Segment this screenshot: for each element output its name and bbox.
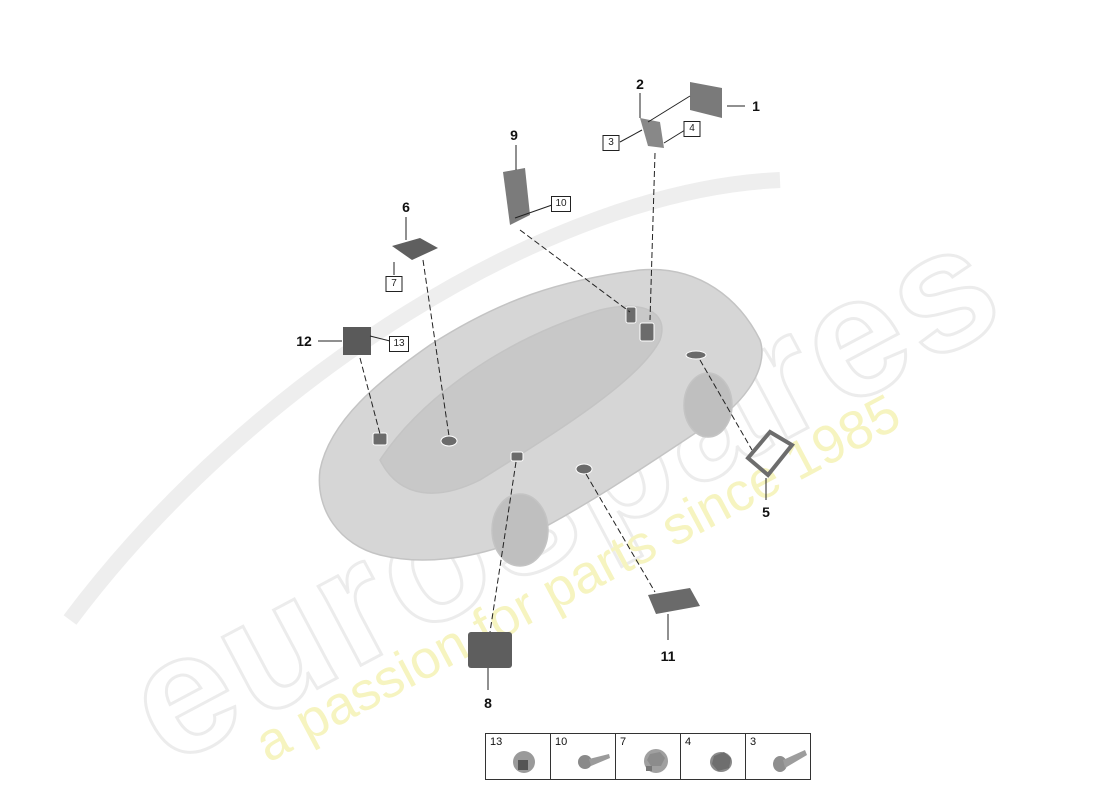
- pan-head-screw-icon: [773, 750, 807, 772]
- hardware-legend: 13 10 7 4: [485, 733, 811, 780]
- callout-9[interactable]: 9: [510, 127, 518, 143]
- legend-number: 10: [555, 736, 568, 748]
- part-8-module: [468, 632, 512, 668]
- callout-6[interactable]: 6: [402, 199, 410, 215]
- legend-item-7[interactable]: 7: [616, 734, 681, 779]
- self-tapping-screw-icon: [578, 754, 610, 769]
- legend-item-4[interactable]: 4: [681, 734, 746, 779]
- legend-number: 13: [490, 736, 503, 748]
- callout-2[interactable]: 2: [636, 76, 644, 92]
- boxed-ref-4[interactable]: 4: [683, 121, 701, 137]
- legend-item-3[interactable]: 3: [746, 734, 810, 779]
- callout-5[interactable]: 5: [762, 504, 770, 520]
- hex-flange-nut-stud-icon: [644, 749, 668, 773]
- part-6-module: [392, 238, 438, 260]
- boxed-ref-7[interactable]: 7: [385, 276, 403, 292]
- legend-number: 4: [685, 736, 692, 748]
- boxed-ref-13[interactable]: 13: [389, 336, 409, 352]
- part-9-module: [503, 168, 530, 225]
- callout-1[interactable]: 1: [752, 98, 760, 114]
- boxed-ref-10[interactable]: 10: [551, 196, 571, 212]
- part-5-frame: [745, 429, 796, 478]
- callout-12[interactable]: 12: [296, 333, 312, 349]
- part-11-module: [648, 588, 700, 614]
- boxed-ref-3[interactable]: 3: [602, 135, 620, 151]
- legend-number: 7: [620, 736, 627, 748]
- part-2-bracket: [640, 118, 664, 148]
- legend-item-13[interactable]: 13: [486, 734, 551, 779]
- callout-8[interactable]: 8: [484, 695, 492, 711]
- callout-11[interactable]: 11: [660, 648, 676, 664]
- part-1-module: [690, 82, 722, 118]
- hex-nut-icon: [710, 752, 732, 772]
- legend-number: 3: [750, 736, 757, 748]
- legend-item-10[interactable]: 10: [551, 734, 616, 779]
- part-12-module: [343, 327, 371, 355]
- flange-nut-icon: [513, 751, 535, 773]
- car-body: [318, 268, 763, 567]
